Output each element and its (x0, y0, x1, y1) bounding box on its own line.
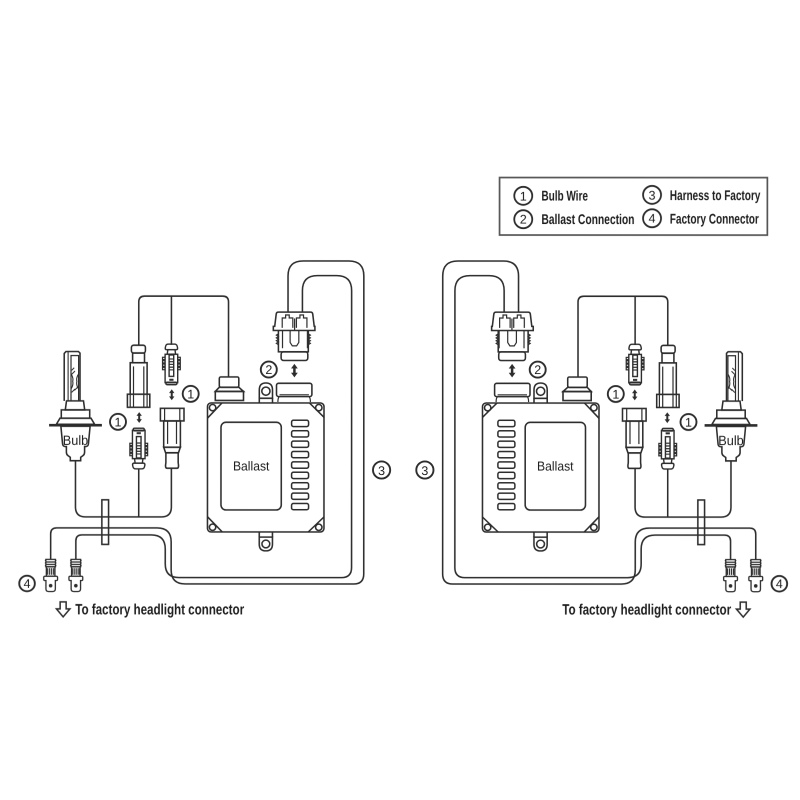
svg-text:Factory Connector: Factory Connector (670, 212, 759, 228)
svg-text:To factory headlight connector: To factory headlight connector (75, 601, 244, 618)
svg-text:4: 4 (776, 577, 783, 591)
svg-text:3: 3 (378, 464, 385, 478)
svg-text:To factory headlight connector: To factory headlight connector (562, 602, 731, 619)
svg-text:4: 4 (24, 577, 31, 591)
svg-text:3: 3 (421, 464, 428, 478)
svg-text:Bulb: Bulb (718, 433, 744, 448)
svg-text:3: 3 (649, 188, 656, 202)
svg-text:Ballast: Ballast (537, 459, 574, 474)
svg-text:1: 1 (520, 189, 527, 203)
svg-text:Bulb: Bulb (63, 433, 89, 448)
svg-text:2: 2 (534, 363, 541, 377)
svg-text:1: 1 (685, 415, 692, 429)
svg-text:1: 1 (612, 387, 619, 401)
svg-text:2: 2 (520, 213, 527, 227)
svg-text:Ballast: Ballast (233, 458, 270, 473)
svg-text:Ballast Connection: Ballast Connection (541, 212, 634, 228)
svg-text:4: 4 (649, 212, 656, 226)
svg-text:1: 1 (187, 387, 194, 401)
svg-text:1: 1 (115, 415, 122, 429)
svg-text:2: 2 (265, 363, 272, 377)
svg-text:Bulb Wire: Bulb Wire (541, 189, 588, 205)
svg-text:Harness to Factory: Harness to Factory (670, 188, 761, 204)
